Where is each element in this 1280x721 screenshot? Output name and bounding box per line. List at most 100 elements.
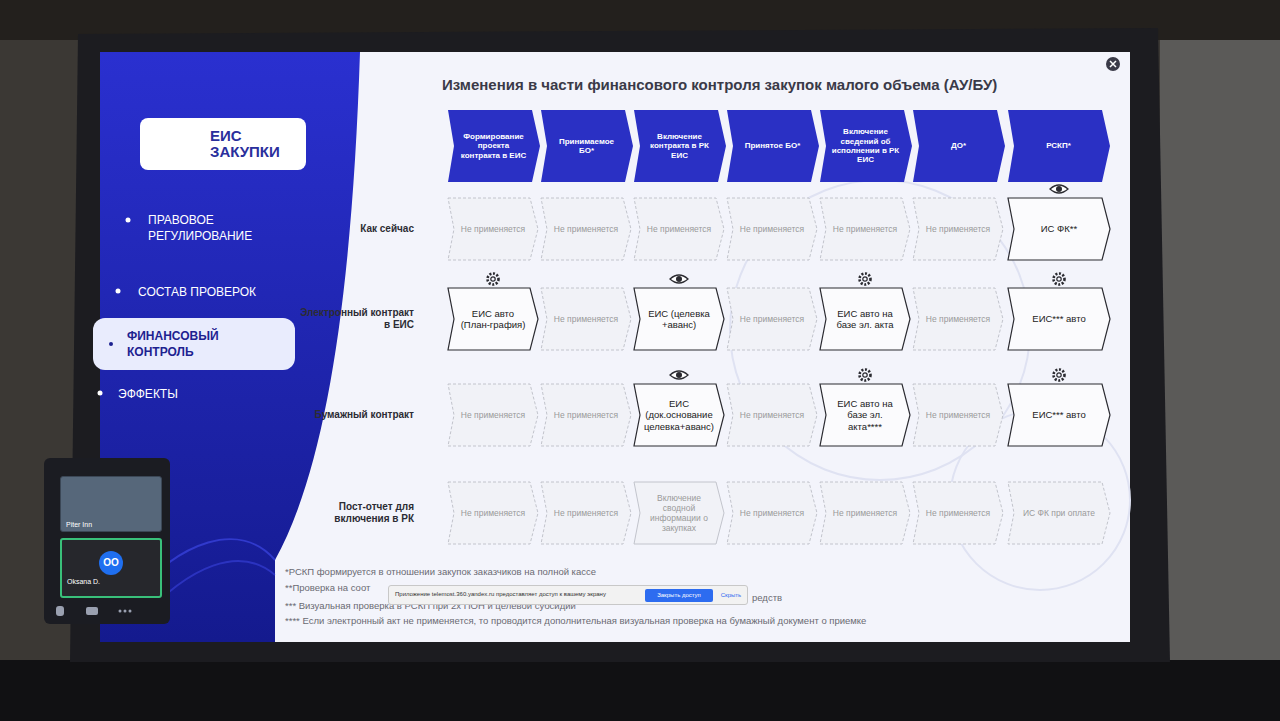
process-cell: Не применяется xyxy=(448,482,538,544)
more-icon xyxy=(119,610,122,613)
stage-chevron: Принятое БО* xyxy=(727,110,819,182)
node-text: Не применяется xyxy=(833,508,897,518)
cell-shape xyxy=(1008,288,1110,350)
node-text: Не применяется xyxy=(926,410,990,420)
cell-shape xyxy=(448,288,538,350)
node-text: Не применяется xyxy=(461,224,525,234)
cell-shape xyxy=(727,288,817,350)
eye-outline xyxy=(670,371,688,379)
node-text: РСКП* xyxy=(1046,141,1071,150)
gear-hub xyxy=(863,277,867,281)
node-text: Не применяется xyxy=(554,314,618,324)
logo-box: ЕИС ЗАКУПКИ xyxy=(140,118,306,170)
process-cell-active: ЕИС*** авто xyxy=(1008,288,1110,350)
cell-shape xyxy=(820,384,910,446)
process-cell: Не применяется xyxy=(913,288,1003,350)
node-text: Закрыть доступ xyxy=(657,592,701,599)
popup-button: Закрыть доступ xyxy=(645,589,713,602)
gear-hub xyxy=(1057,373,1061,377)
chevron-shape xyxy=(1008,110,1110,182)
gear-hub xyxy=(491,277,495,281)
process-cell: Не применяется xyxy=(727,198,817,260)
menu-item: ПРАВОВОЕ РЕГУЛИРОВАНИЕ xyxy=(148,212,308,244)
process-cell: Не применяется xyxy=(727,482,817,544)
footnote: **Проверка на соот xyxy=(285,582,370,593)
right-wall xyxy=(1160,40,1280,660)
footnote: редств xyxy=(752,592,782,603)
cell-shape xyxy=(820,482,910,544)
stage-chevron: РСКП* xyxy=(1008,110,1110,182)
node-text: Включение сведений об исполнении в РК ЕИ… xyxy=(831,127,900,165)
node-text: Не применяется xyxy=(554,224,618,234)
process-cell: Не применяется xyxy=(541,384,631,446)
bullet xyxy=(126,218,131,223)
bullet xyxy=(116,289,121,294)
node-text: Не применяется xyxy=(554,508,618,518)
video-panel xyxy=(44,458,170,624)
chevron-shape xyxy=(541,110,633,182)
cell-shape xyxy=(634,384,724,446)
node-text: Oksana D. xyxy=(67,578,100,585)
node-text: ЕИС ЗАКУПКИ xyxy=(210,128,296,161)
node-text: ФИНАНСОВЫЙ КОНТРОЛЬ xyxy=(127,328,285,360)
eye-icon xyxy=(1048,181,1070,197)
row-label: Электронный контракт в ЕИС xyxy=(296,307,414,332)
node-text: Приложение telemost.360.yandex.ru предос… xyxy=(395,591,606,598)
cell-shape xyxy=(1008,384,1110,446)
gear-teeth xyxy=(1054,274,1065,285)
cell-shape xyxy=(913,482,1003,544)
cell-shape xyxy=(541,384,631,446)
eye-outline xyxy=(1050,185,1068,193)
process-cell-active: ЕИС*** авто xyxy=(1008,384,1110,446)
cell-shape xyxy=(448,198,538,260)
menu-item: ЭФФЕКТЫ xyxy=(118,386,278,402)
eye-pupil xyxy=(676,372,682,378)
mic-icon xyxy=(56,606,64,616)
chevron-shape xyxy=(727,110,819,182)
footnote: **** Если электронный акт не применяется… xyxy=(285,615,866,626)
cell-shape xyxy=(913,384,1003,446)
cell-shape xyxy=(727,384,817,446)
stage-chevron: Принимаемое БО* xyxy=(541,110,633,182)
cell-shape xyxy=(1008,198,1110,260)
gear-icon xyxy=(854,367,876,383)
monitor-frame xyxy=(70,28,1170,662)
cell-shape xyxy=(727,482,817,544)
chevron-shape xyxy=(820,110,912,182)
gear-icon xyxy=(1048,367,1070,383)
cell-shape xyxy=(913,198,1003,260)
close-cross xyxy=(1110,61,1116,67)
node-text: Не применяется xyxy=(926,314,990,324)
node-text: ЕИС (док.основание целевка+аванс) xyxy=(644,398,714,432)
eye-icon xyxy=(668,367,690,383)
cell-shape xyxy=(448,482,538,544)
node-text: Не применяется xyxy=(740,224,804,234)
process-cell: Не применяется xyxy=(448,384,538,446)
bullet xyxy=(109,342,113,346)
chevron-shape xyxy=(448,110,540,182)
eye-pupil xyxy=(1056,186,1062,192)
node-text: Не применяется xyxy=(926,508,990,518)
stage-chevron: ДО* xyxy=(913,110,1005,182)
eye-pupil xyxy=(676,276,682,282)
process-cell-active: ИС ФК** xyxy=(1008,198,1110,260)
stage-chevron: Включение контракта в РК ЕИС xyxy=(634,110,726,182)
video-tile: Piter Inn xyxy=(60,476,162,532)
menu-item-active: ФИНАНСОВЫЙ КОНТРОЛЬ xyxy=(93,318,295,370)
node-text: ИС ФК при оплате xyxy=(1023,508,1095,518)
process-cell: Не применяется xyxy=(820,198,910,260)
gear-hub xyxy=(1057,277,1061,281)
more-icon xyxy=(129,610,132,613)
node-text: Принимаемое БО* xyxy=(552,137,621,156)
node-text: ЕИС*** авто xyxy=(1032,313,1085,324)
row-label: Как сейчас xyxy=(296,223,414,236)
node-text: ЕИС*** авто xyxy=(1032,409,1085,420)
camera-icon xyxy=(86,607,98,615)
node-text: Включение контракта в РК ЕИС xyxy=(645,132,714,160)
process-cell: Не применяется xyxy=(541,288,631,350)
process-cell: Не применяется xyxy=(913,482,1003,544)
node-text: Не применяется xyxy=(461,508,525,518)
process-cell: Не применяется xyxy=(820,482,910,544)
node-text: ЕИС (целевка +аванс) xyxy=(645,308,713,331)
gear-icon xyxy=(1048,271,1070,287)
